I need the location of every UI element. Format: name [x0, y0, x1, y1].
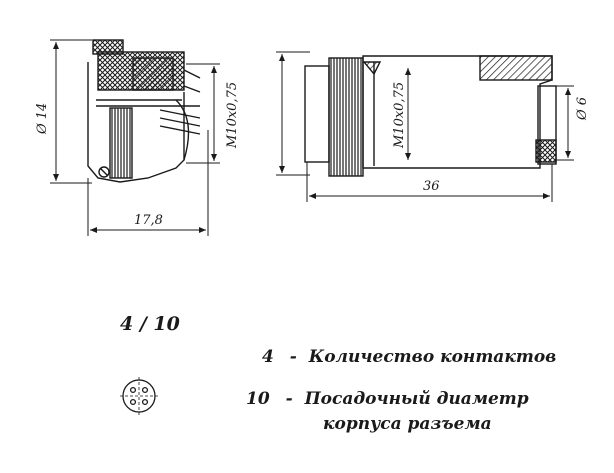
- left-view: [87, 39, 201, 183]
- left-body-outline: [87, 62, 185, 183]
- legend-diameter: 10 - Посадочный диаметр: [246, 389, 529, 409]
- legend-contacts: 4 - Количество контактов: [262, 347, 556, 367]
- pin-layout-icon: [120, 377, 158, 415]
- left-screw: [98, 166, 110, 178]
- left-knurl: [109, 107, 133, 179]
- legend-contacts-dash: -: [289, 347, 297, 367]
- right-end-nut: [537, 85, 557, 165]
- right-knurl: [328, 57, 364, 177]
- legend-contacts-text: Количество контактов: [308, 347, 557, 367]
- right-dimensions: [276, 51, 574, 202]
- left-dimensions: [50, 39, 220, 236]
- dim-thread-right: M10x0,75: [392, 82, 407, 149]
- dim-length-36: 36: [423, 179, 440, 194]
- legend-diameter-line2: корпуса разъема: [323, 414, 492, 434]
- dim-thread-left: M10x0,75: [225, 82, 240, 149]
- legend-diameter-number: 10: [246, 389, 270, 409]
- right-flange: [304, 65, 330, 163]
- legend-contacts-number: 4: [262, 347, 274, 367]
- dim-length-178: 17,8: [134, 213, 163, 228]
- dim-diameter-14: Ø 14: [35, 103, 50, 135]
- connector-code: 4 / 10: [120, 313, 180, 335]
- dim-diameter-6: Ø 6: [575, 97, 590, 121]
- right-view: [304, 55, 557, 177]
- legend-diameter-dash: -: [285, 389, 293, 409]
- legend-diameter-text-line1: Посадочный диаметр: [304, 389, 529, 409]
